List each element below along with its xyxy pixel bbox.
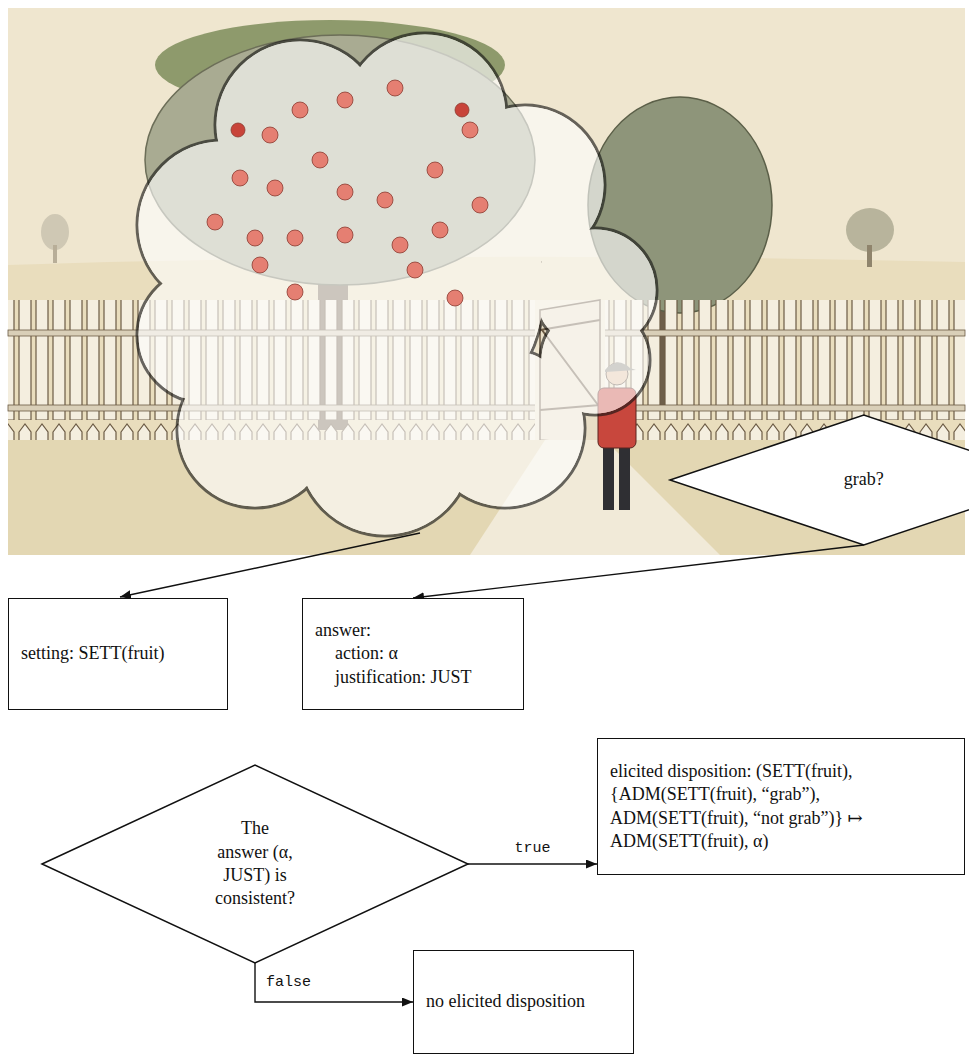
diamond-outline	[42, 765, 468, 963]
apple	[207, 214, 223, 230]
apple	[432, 222, 448, 238]
apple	[392, 237, 408, 253]
distant-trunk	[53, 245, 57, 263]
node-text: justification: JUST	[315, 666, 511, 689]
cloud-fill	[139, 35, 656, 535]
node-text: answer:	[315, 619, 511, 642]
thought-cloud	[137, 33, 657, 536]
connector-arrow	[255, 963, 413, 1002]
leg	[603, 445, 614, 510]
decision-diamond: The answer (α, JUST) is consistent?	[42, 765, 468, 963]
node-text: setting: SETT(fruit)	[21, 642, 215, 665]
edge-label: false	[263, 974, 314, 992]
apple	[337, 227, 353, 243]
result-box: no elicited disposition	[413, 950, 634, 1054]
apple	[232, 170, 248, 186]
setting-box: setting: SETT(fruit)	[8, 598, 228, 710]
apple	[231, 123, 245, 137]
diamond-shape	[42, 765, 468, 963]
apple	[287, 230, 303, 246]
leader-arrow	[120, 533, 420, 597]
node-text: no elicited disposition	[426, 990, 621, 1013]
apple	[377, 192, 393, 208]
apple	[455, 103, 469, 117]
apple	[262, 127, 278, 143]
apple	[407, 262, 423, 278]
cloud-outline	[137, 33, 657, 536]
distant-tree	[41, 214, 69, 250]
decision-diamond: grab?	[670, 415, 969, 545]
apples	[207, 80, 488, 306]
apple	[337, 92, 353, 108]
apple	[447, 290, 463, 306]
node-text: action: α	[315, 642, 511, 665]
distant-trunk	[867, 245, 872, 267]
result-box: elicited disposition: (SETT(fruit), {ADM…	[597, 738, 965, 875]
apple	[387, 80, 403, 96]
edge-label: true	[511, 840, 553, 858]
cloud-lobe	[245, 140, 545, 440]
cloud-lobe	[542, 307, 649, 414]
cloud-lobe	[247, 142, 544, 439]
apple	[287, 284, 303, 300]
apple	[337, 184, 353, 200]
apple	[427, 162, 443, 178]
apple	[252, 257, 268, 273]
node-text: The answer (α, JUST) is consistent?	[215, 817, 295, 911]
node-text: elicited disposition: (SETT(fruit), {ADM…	[610, 760, 952, 854]
diamond-shape	[670, 415, 969, 545]
apple	[267, 180, 283, 196]
apple	[472, 197, 488, 213]
apple	[292, 102, 308, 118]
node-text: grab?	[844, 468, 884, 491]
apple	[312, 152, 328, 168]
leg	[619, 445, 630, 510]
diamond-outline	[670, 415, 969, 545]
answer-box: answer:action: αjustification: JUST	[302, 598, 524, 710]
apple	[247, 230, 263, 246]
connector-arrow	[468, 863, 597, 864]
connector-arrow	[413, 545, 864, 598]
apple	[462, 122, 478, 138]
